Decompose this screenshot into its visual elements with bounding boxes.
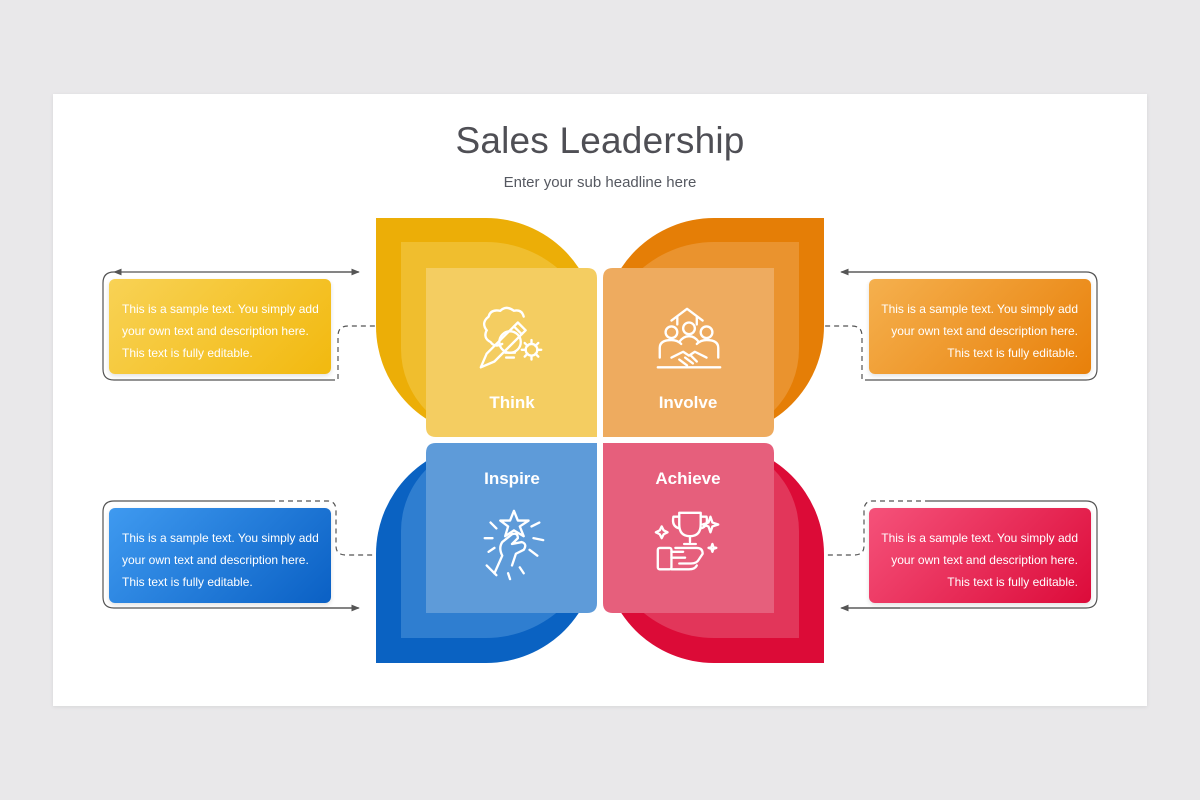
label-achieve: Achieve [655, 469, 721, 488]
label-inspire: Inspire [484, 469, 540, 488]
trophy-hand-icon [654, 511, 720, 571]
petal-inspire [376, 443, 597, 663]
achieve-description-text: This is a sample text. You simply add yo… [881, 531, 1078, 589]
petal-involve [603, 218, 824, 437]
connector-involve [824, 271, 1098, 381]
think-description-box: This is a sample text. You simply add yo… [109, 279, 331, 374]
brain-lightbulb-pencil-icon [479, 306, 543, 369]
involve-description-text: This is a sample text. You simply add yo… [881, 302, 1078, 360]
slide-canvas [53, 94, 1147, 706]
page-subtitle: Enter your sub headline here [503, 174, 697, 191]
inspire-description-box: This is a sample text. You simply add yo… [109, 508, 331, 603]
label-involve: Involve [658, 393, 718, 412]
page-title: Sales Leadership [455, 120, 745, 161]
label-think: Think [489, 393, 535, 412]
achieve-description-box: This is a sample text. You simply add yo… [869, 508, 1091, 603]
connector-inspire [102, 500, 376, 609]
petal-achieve [603, 443, 824, 663]
connector-achieve [824, 500, 1098, 609]
think-description-text: This is a sample text. You simply add yo… [122, 302, 319, 360]
team-handshake-icon [656, 307, 722, 369]
hand-star-icon [483, 509, 545, 581]
connector-think [102, 268, 376, 381]
inspire-description-text: This is a sample text. You simply add yo… [122, 531, 319, 589]
involve-description-box: This is a sample text. You simply add yo… [869, 279, 1091, 374]
